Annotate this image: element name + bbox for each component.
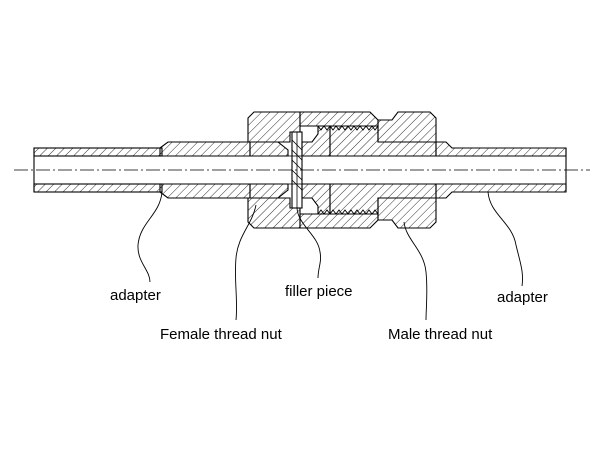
label-adapter-right: adapter <box>497 289 548 306</box>
label-adapter-left: adapter <box>110 287 161 304</box>
label-male-thread-nut: Male thread nut <box>388 326 493 343</box>
leader-filler-piece <box>296 207 321 279</box>
leader-adapter-left <box>137 191 163 283</box>
leader-male-nut <box>403 221 428 321</box>
female-thread-nut <box>247 111 379 229</box>
leader-female-nut <box>234 204 257 321</box>
right-adapter <box>302 141 567 199</box>
leader-adapter-right <box>487 191 523 287</box>
left-adapter <box>33 141 289 199</box>
label-female-thread-nut: Female thread nut <box>160 326 283 343</box>
label-filler-piece: filler piece <box>285 283 353 300</box>
